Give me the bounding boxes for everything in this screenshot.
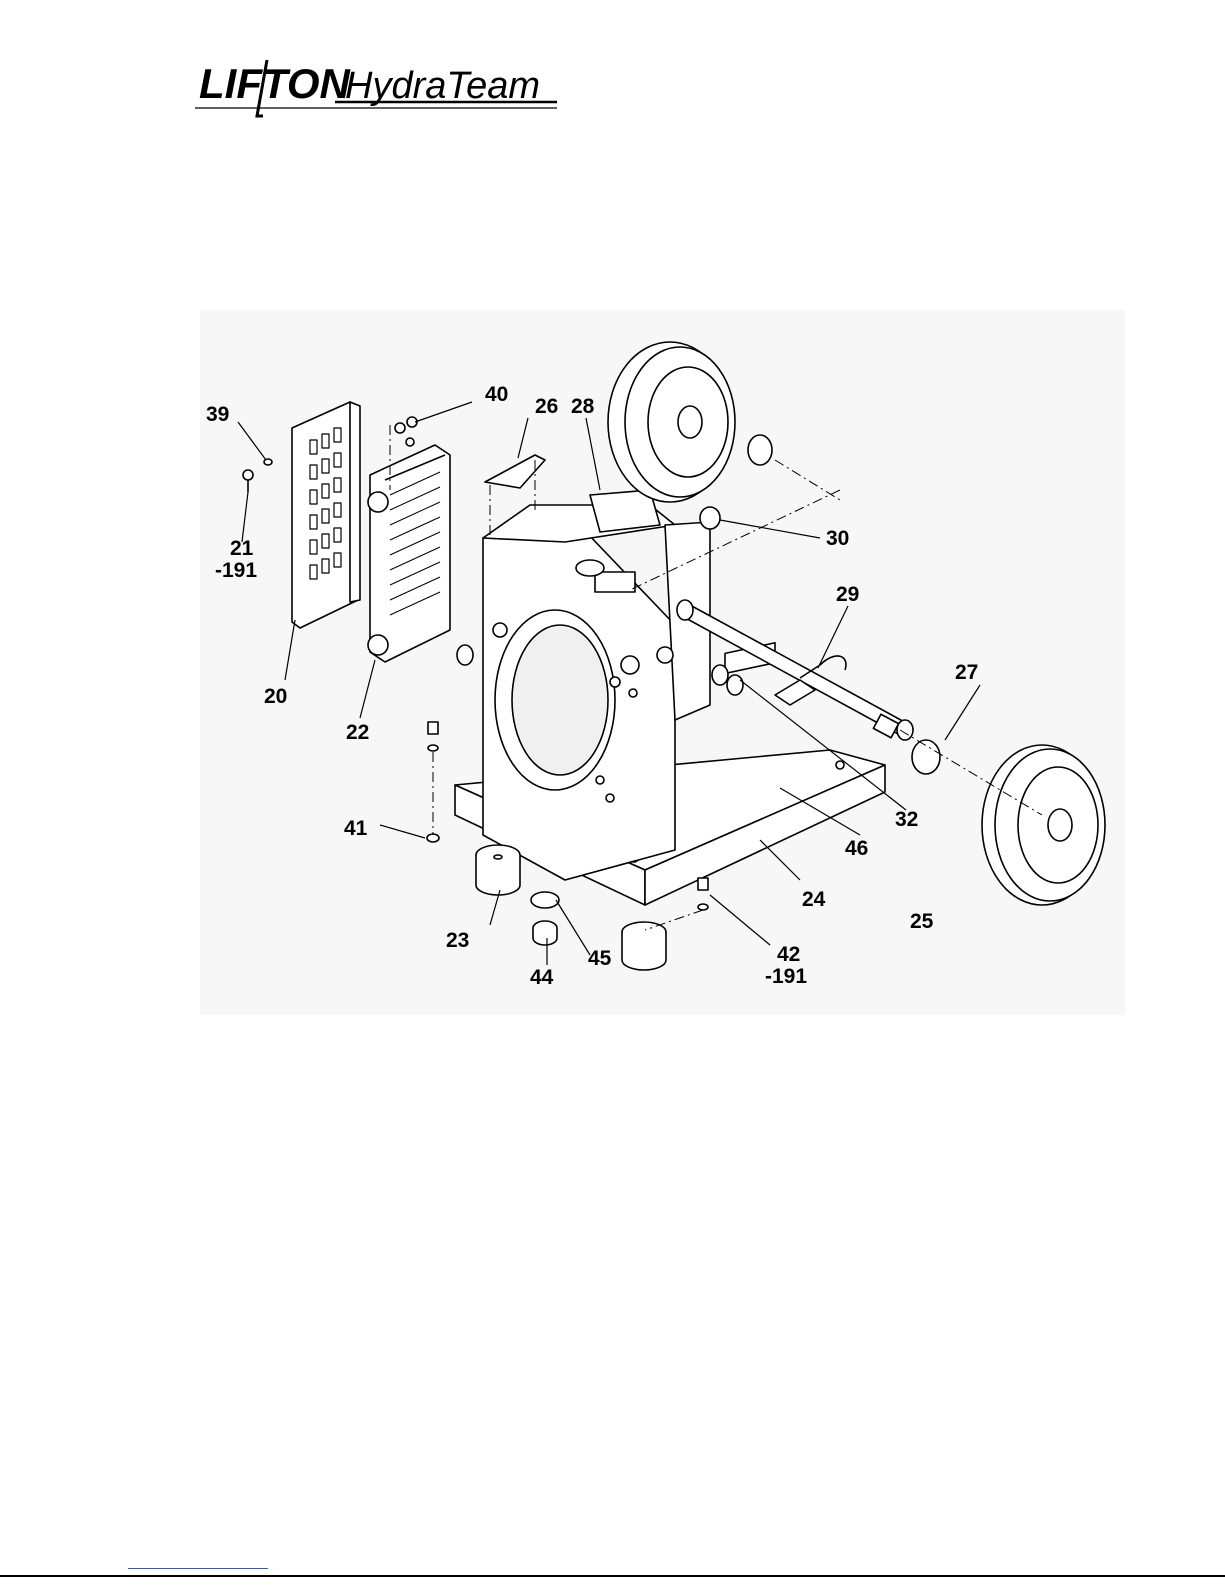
nuts-40 <box>395 417 417 446</box>
bolt-left <box>428 722 438 751</box>
bracket-26 <box>485 455 545 488</box>
diagram-drawing <box>200 310 1125 1015</box>
callout-26: 26 <box>535 396 558 417</box>
bolt-42 <box>698 878 708 910</box>
callout-46: 46 <box>845 838 868 859</box>
foot-23 <box>476 845 520 895</box>
exploded-parts-diagram <box>200 310 1125 1015</box>
washer-upper <box>748 435 772 465</box>
callout-40: 40 <box>485 384 508 405</box>
footer-link-underline <box>128 1568 268 1569</box>
callout-24: 24 <box>802 889 825 910</box>
callout-44: 44 <box>530 967 553 988</box>
callout-22: 22 <box>346 722 369 743</box>
callout-21-suffix: -191 <box>215 560 257 581</box>
callout-20: 20 <box>264 686 287 707</box>
callout-32: 32 <box>895 809 918 830</box>
callout-25: 25 <box>910 911 933 932</box>
callout-29: 29 <box>836 584 859 605</box>
callout-27: 27 <box>955 662 978 683</box>
callout-28: 28 <box>571 396 594 417</box>
seal-45 <box>531 892 559 908</box>
oil-cooler-22 <box>368 445 450 662</box>
callout-21: 21 <box>230 538 253 559</box>
plug-44 <box>533 921 557 945</box>
callout-45: 45 <box>588 948 611 969</box>
logo-lifton-text: LIFTON <box>199 60 352 107</box>
footer-rule <box>0 1575 1225 1577</box>
wheel-lower <box>912 740 1105 905</box>
callout-42-suffix: -191 <box>765 966 807 987</box>
lifton-hydrateam-logo: LIFTON HydraTeam <box>195 50 565 120</box>
logo-hydrateam-text: HydraTeam <box>345 65 540 107</box>
callout-23: 23 <box>446 930 469 951</box>
washer-41 <box>427 834 439 842</box>
washer-27 <box>912 740 940 774</box>
cover-grille-20 <box>292 402 360 628</box>
screw-21 <box>243 470 253 492</box>
bushing-30 <box>700 507 720 529</box>
callout-30: 30 <box>826 528 849 549</box>
callout-39: 39 <box>206 404 229 425</box>
callout-42: 42 <box>777 944 800 965</box>
callout-41: 41 <box>344 818 367 839</box>
foot-lower <box>622 922 666 970</box>
